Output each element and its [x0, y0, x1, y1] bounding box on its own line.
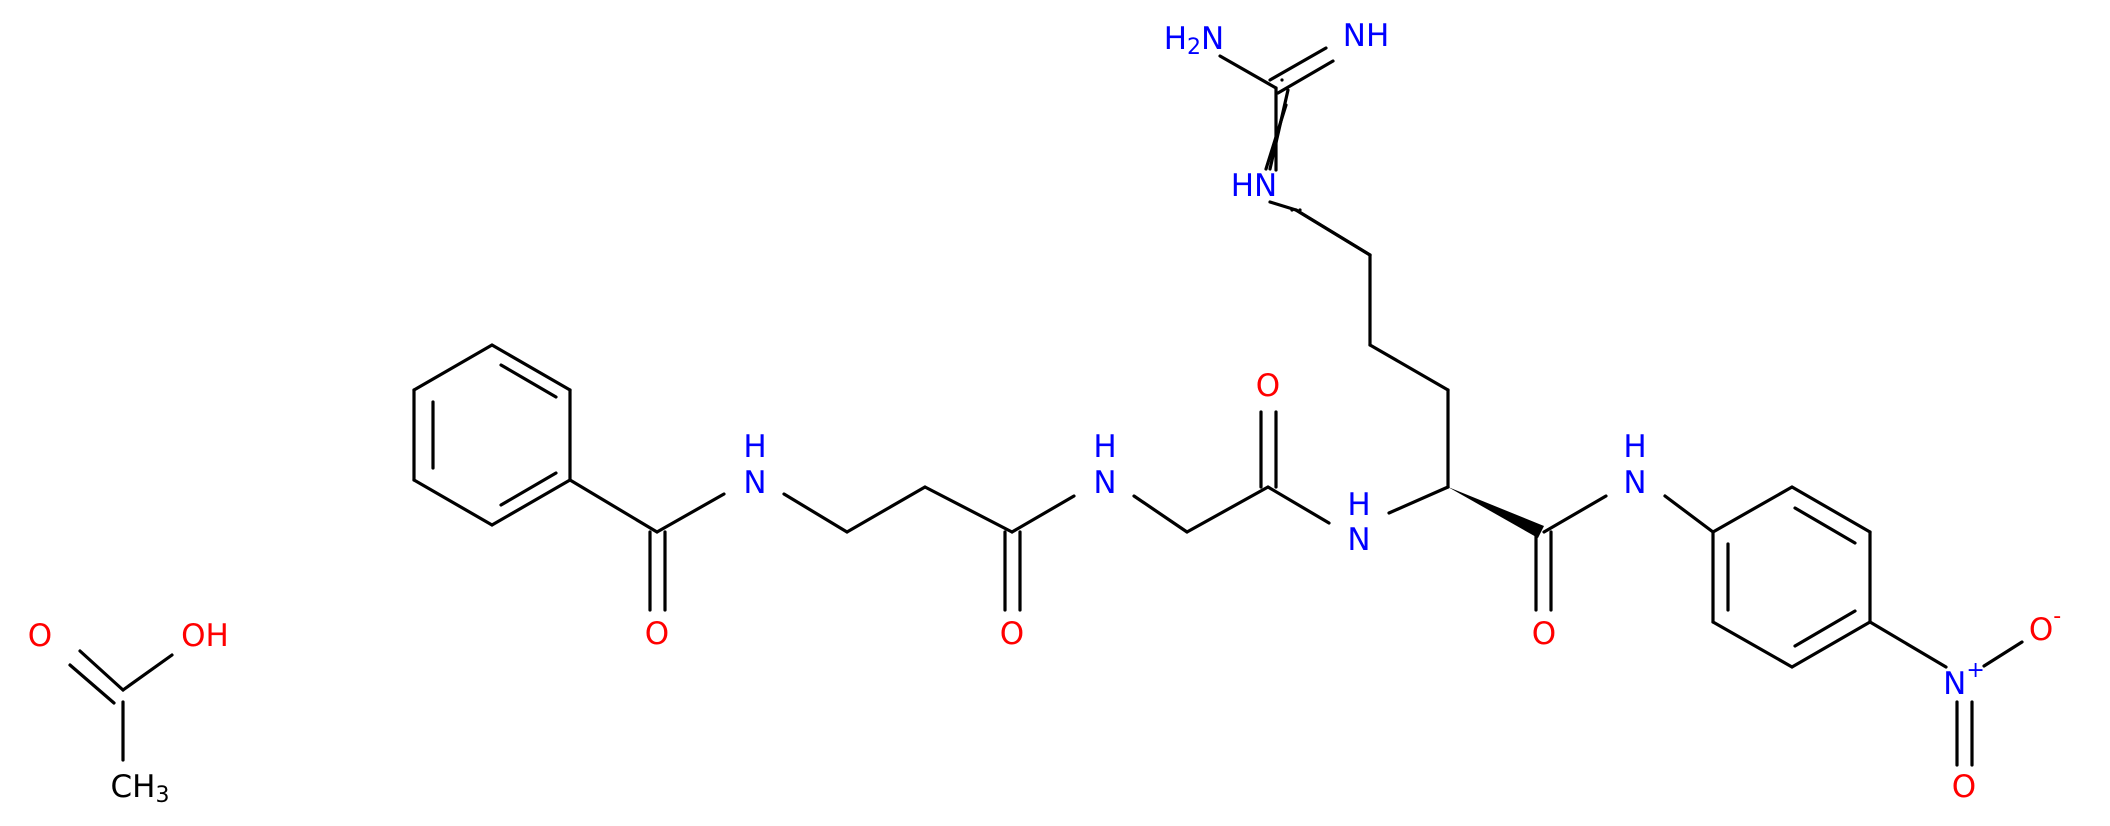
label-acetic-oh: OH: [181, 618, 229, 654]
glycine-chain: [1132, 410, 1331, 534]
label-nitro-o-minus: O-: [2029, 604, 2061, 649]
arginine-chain: [1264, 78, 1450, 515]
label-nitro-n: N+: [1943, 658, 1985, 703]
label-guanidine-nh2: H2N: [1164, 21, 1225, 60]
label-nitro-o: O: [1952, 769, 1976, 805]
label-carbonyl-o-3: O: [1256, 368, 1280, 404]
label-carbonyl-o-1: O: [645, 616, 669, 652]
label-amide-h-1: H: [743, 429, 766, 465]
arginine-carbonyl: [1534, 494, 1608, 612]
stereo-wedge-bond: [1448, 487, 1544, 538]
benzene-ring: [412, 343, 572, 527]
nitrophenyl-ring: [1663, 485, 1948, 669]
label-carbonyl-o-4: O: [1532, 616, 1556, 652]
nitro-group: [1955, 640, 2024, 767]
atom-labels: H2N NH HN H N H N H N N H O O O O N+ O- …: [28, 18, 2061, 808]
label-amide-h-3: H: [1347, 487, 1370, 523]
label-amide-n-3: N: [1347, 522, 1370, 558]
bonds: [68, 78, 2024, 767]
sidechain-to-nh: [1294, 208, 1372, 257]
benzoyl-group: [568, 478, 726, 612]
label-amide-h-2: H: [1093, 429, 1116, 465]
beta-alanine-chain: [782, 485, 1076, 612]
guanidine-core: [1218, 46, 1335, 172]
label-amide-n-2: N: [1093, 465, 1116, 501]
label-amide-n-1: N: [743, 465, 766, 501]
label-acetic-ch3: CH3: [111, 769, 170, 808]
label-anilide-n: N: [1623, 465, 1646, 501]
label-guanidine-imine: NH: [1343, 18, 1390, 54]
label-carbonyl-o-2: O: [1000, 616, 1024, 652]
label-acetic-o: O: [28, 618, 52, 654]
acetic-acid-bonds: [68, 649, 174, 762]
label-anilide-h: H: [1623, 429, 1646, 465]
label-guanidine-hn: HN: [1231, 168, 1278, 204]
